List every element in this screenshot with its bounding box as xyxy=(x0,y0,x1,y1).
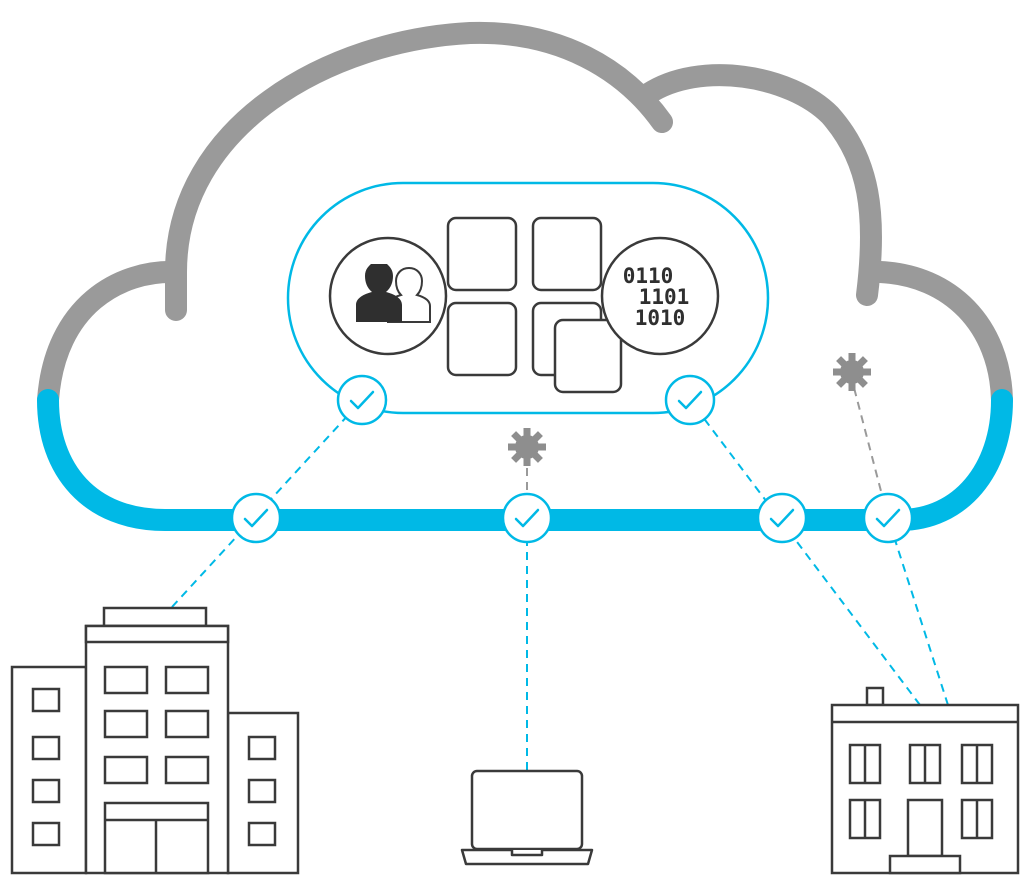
checkmark-icon xyxy=(230,492,282,544)
connection-line-house-right xyxy=(887,517,949,706)
office-building-icon xyxy=(10,606,300,875)
connection-line-gear-right xyxy=(851,379,889,519)
checkmark-icon xyxy=(664,374,716,426)
app-tile xyxy=(446,216,518,292)
gear-icon xyxy=(833,353,871,391)
cloud-outline xyxy=(37,21,1013,411)
app-tile xyxy=(531,216,603,292)
checkmark-icon xyxy=(756,492,808,544)
house-icon xyxy=(830,686,1020,875)
gear-icon xyxy=(508,428,546,466)
checkmark-icon xyxy=(501,492,553,544)
binary-line-3: 1010 xyxy=(635,306,686,330)
app-tiles-grid xyxy=(446,216,623,394)
app-tile-overlay xyxy=(553,318,623,394)
checkmark-icon xyxy=(336,374,388,426)
app-tile xyxy=(446,301,518,377)
laptop-icon xyxy=(460,769,594,866)
binary-data-icon: 0110 1101 1010 xyxy=(623,264,690,330)
users-node xyxy=(328,236,448,356)
cloud-base-network xyxy=(37,389,1013,531)
checkmark-icon xyxy=(862,492,914,544)
data-node: 0110 1101 1010 xyxy=(600,236,720,356)
binary-line-2: 1101 xyxy=(639,285,690,309)
connection-line-house-upper xyxy=(689,399,921,706)
binary-line-1: 0110 xyxy=(623,264,674,288)
users-icon xyxy=(356,264,431,323)
